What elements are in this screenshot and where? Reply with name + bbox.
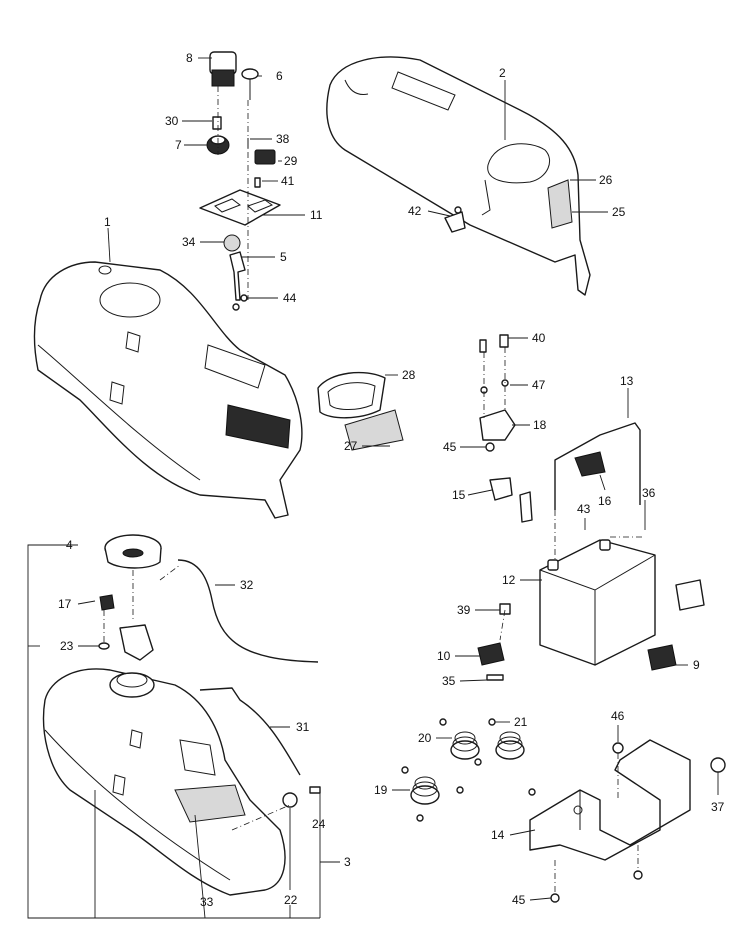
callout-45b: 45 (512, 893, 526, 907)
callout-32: 32 (240, 578, 254, 592)
callout-41: 41 (281, 174, 295, 188)
filler-neck (109, 672, 155, 698)
callout-45a: 45 (443, 440, 457, 454)
callout-17: 17 (58, 597, 72, 611)
battery-tray (529, 739, 691, 861)
callout-9: 9 (693, 658, 700, 672)
knob-ball (223, 234, 241, 252)
callout-34: 34 (182, 235, 196, 249)
callout-26: 26 (599, 173, 613, 187)
callout-39: 39 (457, 603, 471, 617)
callout-36: 36 (642, 486, 656, 500)
upper-console-cover (326, 56, 591, 296)
callout-4: 4 (66, 538, 73, 552)
mounting-plate (199, 189, 281, 226)
callout-25: 25 (612, 205, 626, 219)
callout-13: 13 (620, 374, 634, 388)
grommet (282, 792, 298, 808)
wing-knob (710, 757, 726, 773)
terminal-cover-red (574, 451, 606, 477)
throttle-knob (241, 68, 259, 80)
fuel-strainer (119, 624, 154, 661)
battery-cables (401, 718, 536, 822)
fuel-hose (199, 687, 301, 776)
callout-11: 11 (310, 208, 323, 222)
small-bracket (444, 211, 466, 233)
callout-21: 21 (514, 715, 528, 729)
callout-40: 40 (532, 331, 546, 345)
solenoid (479, 409, 516, 441)
callout-8: 8 (186, 51, 193, 65)
callout-23: 23 (60, 639, 74, 653)
hose-clamp (309, 786, 321, 794)
callout-10: 10 (437, 649, 451, 663)
callout-43: 43 (577, 502, 591, 516)
callout-46: 46 (611, 709, 625, 723)
callout-33: 33 (200, 895, 214, 909)
connector (675, 579, 705, 611)
rocker-switch (254, 149, 276, 165)
terminal-cover-black (489, 477, 513, 501)
callout-19: 19 (374, 783, 388, 797)
callout-18: 18 (533, 418, 547, 432)
callout-12: 12 (502, 573, 516, 587)
nut (612, 742, 624, 754)
callout-24: 24 (312, 817, 326, 831)
callout-38: 38 (276, 132, 290, 146)
callout-7: 7 (175, 138, 182, 152)
callout-44: 44 (283, 291, 297, 305)
relay-small (477, 642, 505, 666)
fuel-tank (42, 668, 286, 896)
callout-47: 47 (532, 378, 546, 392)
callout-37: 37 (711, 800, 725, 814)
vent-valve (99, 594, 115, 611)
lever-bracket (229, 251, 246, 301)
lens (344, 409, 404, 451)
callout-42: 42 (408, 204, 422, 218)
switch-panel-group (199, 51, 281, 311)
callout-14: 14 (491, 828, 505, 842)
ignition-switch-body (211, 69, 235, 87)
callout-16: 16 (598, 494, 612, 508)
callout-35: 35 (442, 674, 456, 688)
callout-27: 27 (344, 439, 358, 453)
key (212, 116, 222, 130)
callout-6: 6 (276, 69, 283, 83)
callout-1: 1 (104, 215, 111, 229)
callout-31: 31 (296, 720, 310, 734)
washer (98, 642, 110, 650)
callout-20: 20 (418, 731, 432, 745)
callout-22: 22 (284, 893, 298, 907)
callout-29: 29 (284, 154, 298, 168)
callout-labels: 8 6 30 7 38 29 41 11 34 5 44 1 2 26 25 4… (58, 51, 725, 909)
leader-lines (27, 57, 719, 919)
callout-30: 30 (165, 114, 179, 128)
battery (539, 539, 656, 666)
callout-15: 15 (452, 488, 466, 502)
tank-pad (174, 784, 246, 823)
vent-hose (177, 559, 319, 663)
callout-5: 5 (280, 250, 287, 264)
callout-3: 3 (344, 855, 351, 869)
relay (647, 644, 677, 671)
callout-2: 2 (499, 66, 506, 80)
front-console (33, 261, 303, 519)
fuel-cap (104, 534, 162, 569)
callout-28: 28 (402, 368, 416, 382)
